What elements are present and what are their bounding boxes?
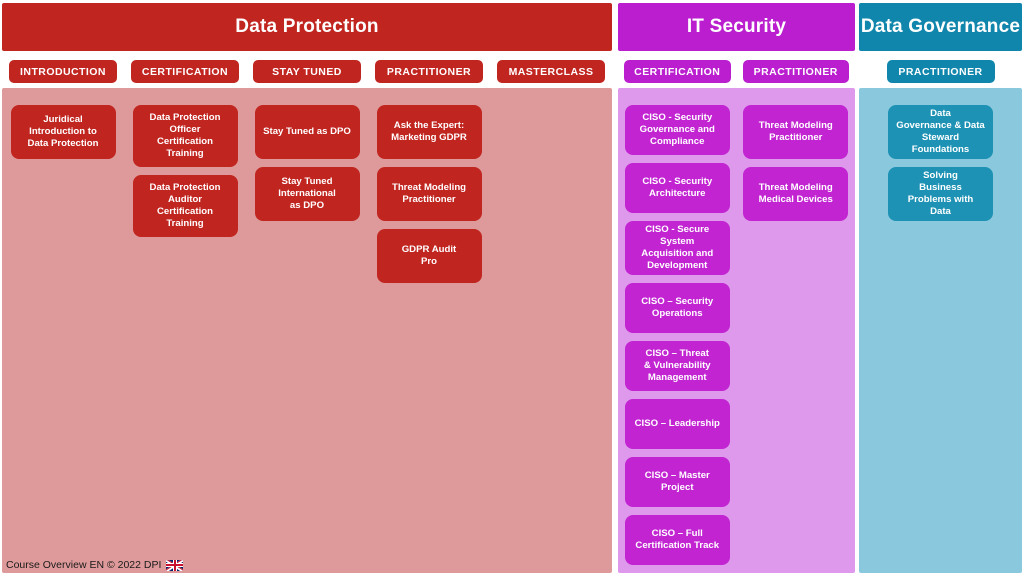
panel-it-security: CISO - Security Governance and Complianc… — [618, 88, 855, 573]
category-cell-certification: CERTIFICATION — [618, 60, 737, 84]
course-card-gdpr-audit-pro[interactable]: GDPR Audit Pro — [376, 229, 482, 283]
track-it-security: IT Security CERTIFICATION PRACTITIONER CI… — [618, 0, 855, 576]
track-header-data-protection: Data Protection — [2, 3, 612, 51]
column-practitioner-data-governance: Data Governance & Data Steward Foundatio… — [859, 88, 1022, 573]
footer: Course Overview EN © 2022 DPI — [6, 559, 184, 571]
course-card-data-governance-data-steward-foundations[interactable]: Data Governance & Data Steward Foundatio… — [888, 105, 993, 159]
footer-text: Course Overview EN © 2022 DPI — [6, 559, 162, 571]
uk-flag-icon — [166, 559, 184, 571]
column-practitioner-data-protection: Ask the Expert: Marketing GDPR Threat Mod… — [368, 88, 490, 573]
category-row-data-governance: PRACTITIONER — [859, 60, 1022, 84]
track-header-data-governance: Data Governance — [859, 3, 1022, 51]
course-card-ciso-security-governance-and-compliance[interactable]: CISO - Security Governance and Complianc… — [624, 105, 730, 155]
course-card-ciso-full-certification-track[interactable]: CISO – Full Certification Track — [624, 515, 730, 565]
panel-data-protection: Juridical Introduction to Data Protectio… — [2, 88, 612, 573]
course-card-ask-the-expert-marketing-gdpr[interactable]: Ask the Expert: Marketing GDPR — [376, 105, 482, 159]
panel-data-governance: Data Governance & Data Steward Foundatio… — [859, 88, 1022, 573]
category-cell-practitioner: PRACTITIONER — [859, 60, 1022, 84]
course-card-ciso-leadership[interactable]: CISO – Leadership — [624, 399, 730, 449]
track-data-governance: Data Governance PRACTITIONER Data Govern… — [859, 0, 1022, 576]
track-data-protection: Data Protection INTRODUCTION CERTIFICATIO… — [2, 0, 612, 576]
column-stay-tuned-data-protection: Stay Tuned as DPO Stay Tuned Internationa… — [246, 88, 368, 573]
course-card-ciso-master-project[interactable]: CISO – Master Project — [624, 457, 730, 507]
course-card-juridical-introduction-to-data-protection[interactable]: Juridical Introduction to Data Protectio… — [10, 105, 116, 159]
column-certification-it-security: CISO - Security Governance and Complianc… — [618, 88, 737, 573]
course-card-threat-modeling-practitioner[interactable]: Threat Modeling Practitioner — [376, 167, 482, 221]
course-card-ciso-security-operations[interactable]: CISO – Security Operations — [624, 283, 730, 333]
category-chip-practitioner[interactable]: PRACTITIONER — [886, 60, 995, 83]
course-card-stay-tuned-as-dpo[interactable]: Stay Tuned as DPO — [254, 105, 360, 159]
course-card-threat-modeling-practitioner[interactable]: Threat Modeling Practitioner — [743, 105, 849, 159]
category-row-it-security: CERTIFICATION PRACTITIONER — [618, 60, 855, 84]
course-card-data-protection-officer-certification-traini[interactable]: Data Protection Officer Certification Tr… — [132, 105, 238, 167]
course-card-data-protection-auditor-certification-traini[interactable]: Data Protection Auditor Certification Tr… — [132, 175, 238, 237]
category-cell-practitioner: PRACTITIONER — [368, 60, 490, 84]
category-chip-practitioner[interactable]: PRACTITIONER — [375, 60, 483, 83]
category-cell-stay-tuned: STAY TUNED — [246, 60, 368, 84]
category-chip-certification[interactable]: CERTIFICATION — [624, 60, 731, 83]
category-chip-certification[interactable]: CERTIFICATION — [131, 60, 239, 83]
course-card-threat-modeling-medical-devices[interactable]: Threat Modeling Medical Devices — [743, 167, 849, 221]
course-card-ciso-threat-vulnerability-management[interactable]: CISO – Threat & Vulnerability Management — [624, 341, 730, 391]
category-row-data-protection: INTRODUCTION CERTIFICATION STAY TUNED PRACT… — [2, 60, 612, 84]
column-introduction-data-protection: Juridical Introduction to Data Protectio… — [2, 88, 124, 573]
column-certification-data-protection: Data Protection Officer Certification Tr… — [124, 88, 246, 573]
category-cell-certification: CERTIFICATION — [124, 60, 246, 84]
category-chip-introduction[interactable]: INTRODUCTION — [9, 60, 117, 83]
course-card-ciso-security-architecture[interactable]: CISO - Security Architecture — [624, 163, 730, 213]
category-chip-stay-tuned[interactable]: STAY TUNED — [253, 60, 361, 83]
category-chip-masterclass[interactable]: MASTERCLASS — [497, 60, 605, 83]
category-chip-practitioner[interactable]: PRACTITIONER — [742, 60, 849, 83]
category-cell-introduction: INTRODUCTION — [2, 60, 124, 84]
track-header-it-security: IT Security — [618, 3, 855, 51]
course-card-stay-tuned-international-as-dpo[interactable]: Stay Tuned International as DPO — [254, 167, 360, 221]
course-card-solving-business-problems-with-data[interactable]: Solving Business Problems with Data — [888, 167, 993, 221]
course-card-ciso-secure-system-acquisition-and-developme[interactable]: CISO - Secure System Acquisition and Dev… — [624, 221, 730, 275]
column-masterclass-data-protection — [490, 88, 612, 573]
category-cell-practitioner: PRACTITIONER — [737, 60, 856, 84]
category-cell-masterclass: MASTERCLASS — [490, 60, 612, 84]
